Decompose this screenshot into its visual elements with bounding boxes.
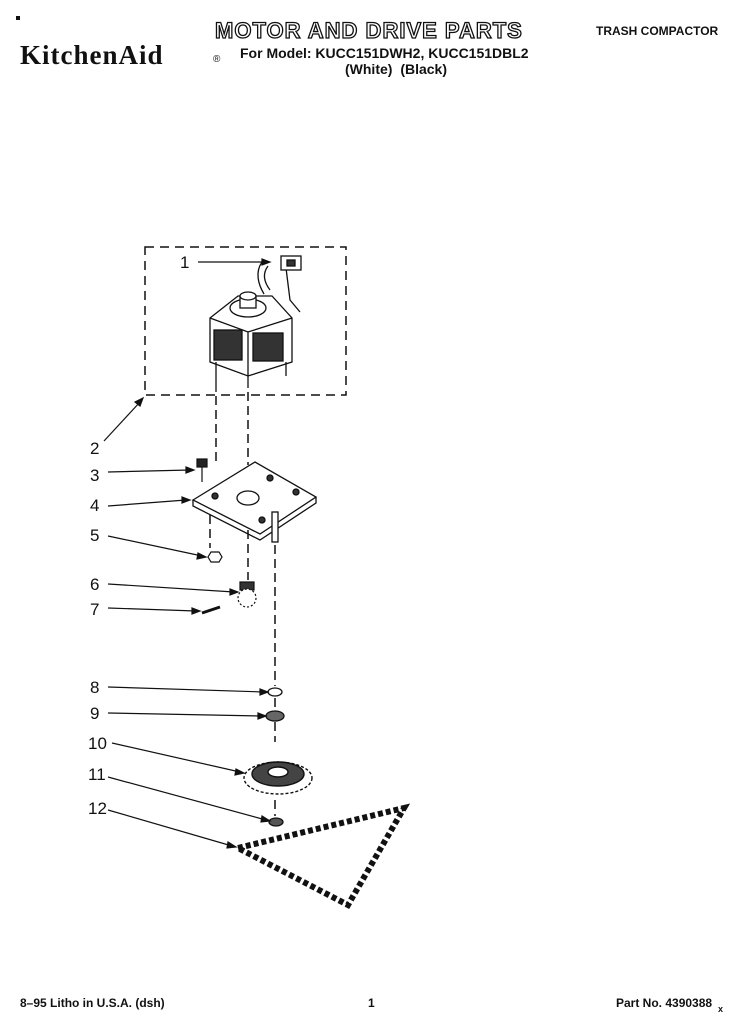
corner-mark [16, 16, 20, 20]
callout-12: 12 [88, 799, 107, 818]
sprocket [243, 761, 313, 795]
nut [207, 551, 223, 563]
callout-10: 10 [88, 734, 107, 753]
washer [267, 687, 283, 697]
callout-arrows [103, 258, 272, 849]
drive-gear [237, 581, 257, 608]
pin [201, 605, 221, 615]
product-category: TRASH COMPACTOR [596, 24, 719, 38]
print-info: 8–95 Litho in U.S.A. (dsh) [20, 996, 165, 1010]
retainer [268, 817, 284, 827]
model-line: For Model: KUCC151DWH2, KUCC151DBL2 [240, 45, 529, 61]
callout-9: 9 [90, 704, 100, 723]
part-number: Part No. 4390388 [616, 996, 713, 1010]
brand-logo: KitchenAid [20, 40, 164, 70]
callout-4: 4 [90, 496, 100, 515]
callout-1: 1 [180, 253, 190, 272]
color-variants: (White) (Black) [345, 61, 447, 77]
bearing [265, 710, 285, 722]
callout-6: 6 [90, 575, 100, 594]
screw [196, 458, 208, 482]
callout-2: 2 [90, 439, 100, 458]
mounting-plate [191, 461, 318, 543]
page-title: MOTOR AND DRIVE PARTS [214, 17, 523, 43]
callout-3: 3 [90, 466, 100, 485]
callout-11: 11 [88, 765, 106, 784]
motor-illustration [209, 255, 302, 392]
part-number-suffix: x [718, 1004, 724, 1014]
alignment-lines [209, 392, 276, 816]
callout-8: 8 [90, 678, 100, 697]
chain [229, 803, 411, 909]
callout-7: 7 [90, 600, 100, 619]
motor-assembly-box [144, 246, 347, 396]
callout-5: 5 [90, 526, 100, 545]
brand-registered-mark: ® [213, 54, 221, 65]
page-number: 1 [368, 996, 375, 1010]
